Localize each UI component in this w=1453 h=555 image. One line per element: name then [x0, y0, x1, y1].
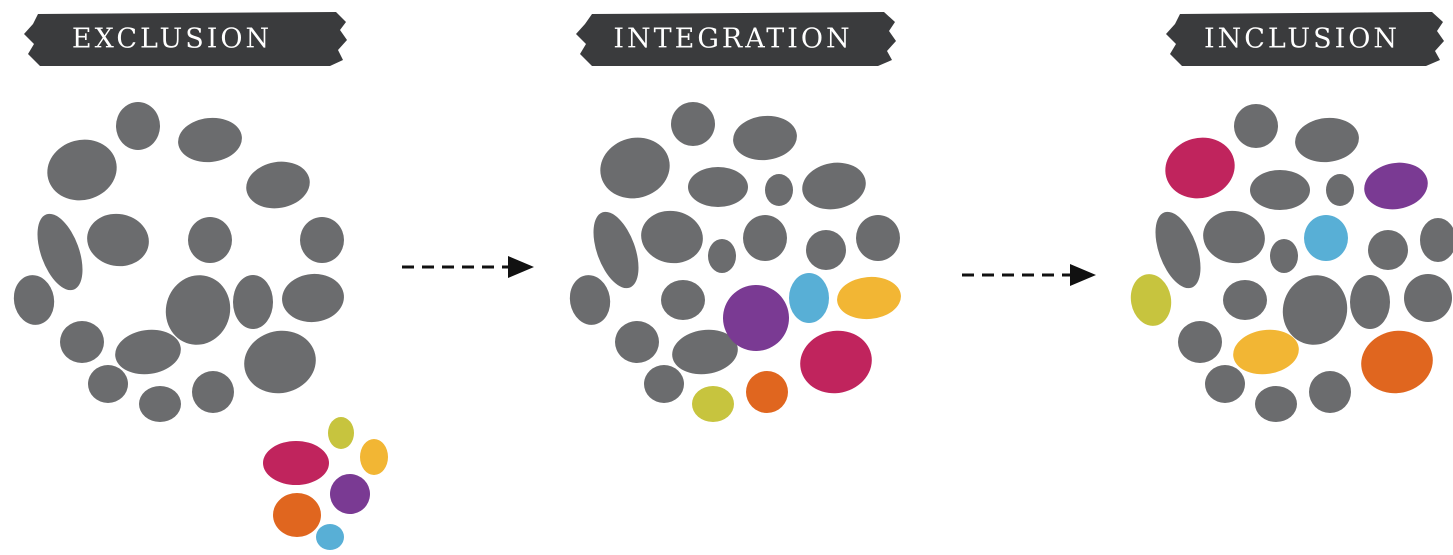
orange-pebble	[746, 371, 788, 413]
banner-integration-label: INTEGRATION	[613, 24, 852, 55]
blue-pebble	[316, 524, 344, 550]
gray-pebble	[115, 329, 181, 375]
exclusion-cluster	[13, 102, 344, 422]
gray-pebble	[233, 275, 273, 329]
gray-pebble	[641, 210, 703, 264]
gray-pebble	[1368, 230, 1408, 270]
gray-pebble	[116, 102, 160, 150]
integration-cluster	[569, 102, 901, 422]
gray-pebble	[87, 213, 149, 267]
purple-pebble	[1364, 162, 1428, 210]
gray-pebble	[139, 386, 181, 422]
gray-pebble	[1420, 218, 1453, 262]
gray-pebble	[1155, 211, 1201, 289]
gray-pebble	[1255, 386, 1297, 422]
gray-pebble	[60, 321, 104, 363]
banner-exclusion: EXCLUSION	[24, 12, 347, 66]
gray-pebble	[1326, 174, 1354, 206]
gray-pebble	[743, 215, 787, 261]
gray-pebble	[671, 102, 715, 146]
gray-pebble	[1270, 239, 1298, 273]
arrow-integration-to-inclusion	[962, 264, 1096, 286]
gray-pebble	[13, 275, 55, 325]
gray-pebble	[192, 371, 234, 413]
gray-pebble	[708, 239, 736, 273]
gray-pebble	[1178, 321, 1222, 363]
arrowhead-icon	[1070, 264, 1096, 286]
gray-pebble	[282, 273, 344, 323]
gray-pebble	[644, 365, 684, 403]
purple-pebble	[330, 474, 370, 514]
purple-pebble	[723, 285, 789, 351]
gray-pebble	[1234, 104, 1278, 148]
gray-pebble	[733, 115, 797, 161]
gray-pebble	[1250, 170, 1310, 210]
banner-integration-shape	[576, 12, 896, 66]
orange-pebble	[1361, 330, 1433, 394]
gray-pebble	[1404, 274, 1452, 322]
gray-pebble	[165, 275, 231, 345]
gray-pebble	[47, 139, 117, 201]
banner-inclusion-label: INCLUSION	[1204, 24, 1400, 55]
gray-pebble	[188, 217, 232, 263]
banner-integration: INTEGRATION	[576, 12, 896, 66]
gray-pebble	[246, 161, 310, 209]
gray-pebble	[1282, 275, 1348, 345]
gray-pebble	[615, 321, 659, 363]
gray-pebble	[1203, 210, 1265, 264]
gray-pebble	[661, 280, 705, 320]
gray-pebble	[569, 275, 611, 325]
gray-pebble	[88, 365, 128, 403]
magenta-pebble	[800, 330, 872, 394]
gray-pebble	[37, 213, 83, 291]
olive-pebble	[328, 417, 354, 449]
magenta-pebble	[1165, 137, 1235, 199]
gray-pebble	[593, 211, 639, 289]
blue-pebble	[1304, 215, 1348, 261]
gray-pebble	[1309, 371, 1351, 413]
arrow-exclusion-to-integration	[402, 256, 534, 278]
banner-exclusion-label: EXCLUSION	[72, 24, 272, 55]
gray-pebble	[1223, 280, 1267, 320]
gray-pebble	[856, 215, 900, 261]
gray-pebble	[688, 167, 748, 207]
olive-pebble	[1130, 274, 1172, 326]
banner-inclusion-shape	[1166, 12, 1444, 66]
magenta-pebble	[263, 441, 329, 485]
gray-pebble	[672, 329, 738, 375]
gray-pebble	[802, 162, 866, 210]
arrowhead-icon	[508, 256, 534, 278]
gray-pebble	[806, 230, 846, 270]
yellow-pebble	[360, 439, 388, 475]
gray-pebble	[244, 330, 316, 394]
banner-inclusion: INCLUSION	[1166, 12, 1444, 66]
gray-pebble	[178, 117, 242, 163]
gray-pebble	[1295, 117, 1359, 163]
olive-pebble	[692, 386, 734, 422]
yellow-pebble	[1233, 329, 1299, 375]
inclusion-cluster	[1130, 104, 1453, 422]
gray-pebble	[600, 137, 670, 199]
gray-pebble	[1350, 275, 1390, 329]
excluded-colored-cluster	[263, 417, 388, 550]
gray-pebble	[300, 217, 344, 263]
blue-pebble	[789, 273, 829, 323]
gray-pebble	[765, 174, 793, 206]
gray-pebble	[1205, 365, 1245, 403]
banner-exclusion-shape	[24, 12, 347, 66]
orange-pebble	[273, 493, 321, 537]
yellow-pebble	[837, 276, 901, 320]
